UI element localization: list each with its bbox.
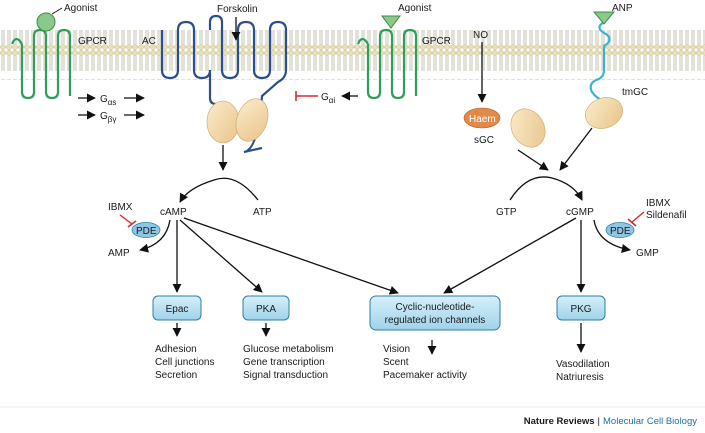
transmembrane-guanylyl-cyclase xyxy=(585,11,623,129)
forskolin-label: Forskolin xyxy=(217,4,258,15)
anp-label: ANP xyxy=(612,3,633,14)
cgmp-label: cGMP xyxy=(566,207,594,218)
left-agonist-label: Agonist xyxy=(64,3,98,14)
g-alpha-i-label: Gαi xyxy=(321,92,335,105)
channels-outcome-1: Vision xyxy=(383,344,410,355)
footer-separator: | xyxy=(598,416,600,427)
camp-pde-label: PDE xyxy=(136,226,157,237)
ac-label: AC xyxy=(142,36,156,47)
gtp-to-cgmp-arc xyxy=(509,176,583,201)
pka-box xyxy=(242,295,290,321)
atp-to-camp-arc xyxy=(179,177,259,203)
left-gpcr xyxy=(10,7,72,100)
footer-journal: Nature Reviews xyxy=(524,416,595,427)
haem-group xyxy=(463,107,501,129)
pkg-label: PKG xyxy=(570,304,591,315)
channels-label-line2: regulated ion channels xyxy=(385,315,486,326)
channels-outcome-3: Pacemaker activity xyxy=(383,370,467,381)
channels-box xyxy=(369,295,501,331)
epac-box xyxy=(152,295,202,321)
epac-outcome-1: Adhesion xyxy=(155,344,197,355)
amp-label: AMP xyxy=(108,248,130,259)
camp-ibmx-label: IBMX xyxy=(108,202,133,213)
camp-label: cAMP xyxy=(160,207,187,218)
camp-to-amp-arc xyxy=(139,219,171,253)
tmgc-label: tmGC xyxy=(622,87,648,98)
gmp-label: GMP xyxy=(636,248,659,259)
atp-label: ATP xyxy=(253,207,272,218)
agonist-ligand-circle xyxy=(36,12,56,32)
pka-outcome-3: Signal transduction xyxy=(243,370,328,381)
cgmp-pde-inhibit xyxy=(631,211,645,223)
cgmp-pde-enzyme xyxy=(605,222,635,238)
pkg-box xyxy=(556,295,606,321)
pkg-outcome-2: Natriuresis xyxy=(556,372,604,383)
cgmp-to-gmp-arc xyxy=(593,219,631,253)
pkg-outcome-1: Vasodilation xyxy=(556,359,610,370)
footer-credit: Nature Reviews|Molecular Cell Biology xyxy=(524,416,697,427)
pka-label: PKA xyxy=(256,304,276,315)
adenylyl-cyclase xyxy=(160,14,288,154)
plasma-membrane xyxy=(0,30,705,80)
camp-to-channels-arrow xyxy=(183,217,399,295)
cgmp-pde-label: PDE xyxy=(610,226,631,237)
camp-ibmx-inhibit xyxy=(119,214,133,225)
no-label: NO xyxy=(473,30,488,41)
camp-to-pka-arrow xyxy=(179,219,263,293)
tmgc-to-cgmp-arrow xyxy=(559,127,593,171)
anp-ligand-triangle xyxy=(592,11,616,25)
gtp-label: GTP xyxy=(496,207,517,218)
footer-subtitle: Molecular Cell Biology xyxy=(603,416,697,427)
channels-outcome-2: Scent xyxy=(383,357,409,368)
soluble-guanylyl-cyclase xyxy=(463,107,546,148)
sgc-to-cgmp-arrow xyxy=(517,149,549,171)
sgc-label: sGC xyxy=(474,135,494,146)
right-gpcr-label: GPCR xyxy=(422,36,451,47)
epac-outcome-2: Cell junctions xyxy=(155,357,214,368)
g-alpha-s-label: Gαs xyxy=(100,94,116,107)
right-agonist-label: Agonist xyxy=(398,3,432,14)
pka-outcome-1: Glucose metabolism xyxy=(243,344,334,355)
cgmp-sildenafil-label: Sildenafil xyxy=(646,210,687,221)
g-beta-gamma-label: Gβγ xyxy=(100,111,116,124)
camp-pde-enzyme xyxy=(131,222,161,238)
haem-label: Haem xyxy=(469,114,496,125)
left-gpcr-label: GPCR xyxy=(78,36,107,47)
agonist-ligand-triangle xyxy=(381,15,401,29)
cgmp-to-channels-arrow xyxy=(443,217,577,294)
pka-outcome-2: Gene transcription xyxy=(243,357,325,368)
cgmp-ibmx-label: IBMX xyxy=(646,198,671,209)
epac-label: Epac xyxy=(166,304,189,315)
epac-outcome-3: Secretion xyxy=(155,370,197,381)
right-gpcr xyxy=(356,15,418,100)
channels-label-line1: Cyclic-nucleotide- xyxy=(396,302,475,313)
